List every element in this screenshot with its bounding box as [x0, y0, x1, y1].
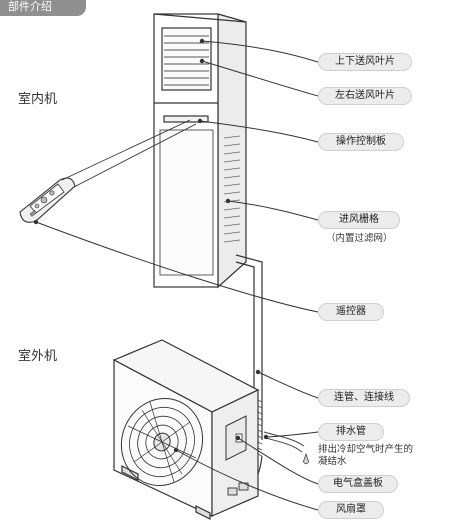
indoor-unit: [153, 13, 247, 289]
callout-electric-box-cover: 电气盒盖板: [318, 475, 398, 493]
drain-note-line-2: 凝结水: [318, 456, 347, 467]
callout-drain-pipe: 排水管: [318, 423, 384, 441]
leader-dots: [33, 38, 269, 453]
callout-remote: 遥控器: [318, 303, 384, 321]
remote-control: [19, 177, 76, 223]
callout-intake-grille-note: （内置过滤网）: [326, 233, 393, 244]
callout-fan-guard: 风扇罩: [318, 501, 384, 519]
drain-note-line-1: 排出冷却空气时产生的: [318, 444, 414, 455]
side-intake-slats: [223, 135, 241, 243]
callout-louver-vertical: 上下送风叶片: [318, 53, 412, 71]
callout-control-panel: 操作控制板: [318, 133, 404, 151]
outdoor-unit-label: 室外机: [18, 349, 58, 364]
callout-louver-horizontal: 左右送风叶片: [318, 87, 412, 105]
remote-signal-lines: [61, 119, 197, 188]
leader-lines: [35, 40, 319, 511]
callout-pipe: 连管、连接线: [318, 389, 410, 407]
indoor-unit-label: 室内机: [18, 92, 58, 107]
callout-intake-grille: 进风栅格: [318, 211, 400, 229]
drain-hose: [263, 431, 309, 465]
section-tag: 部件介绍: [0, 0, 86, 16]
